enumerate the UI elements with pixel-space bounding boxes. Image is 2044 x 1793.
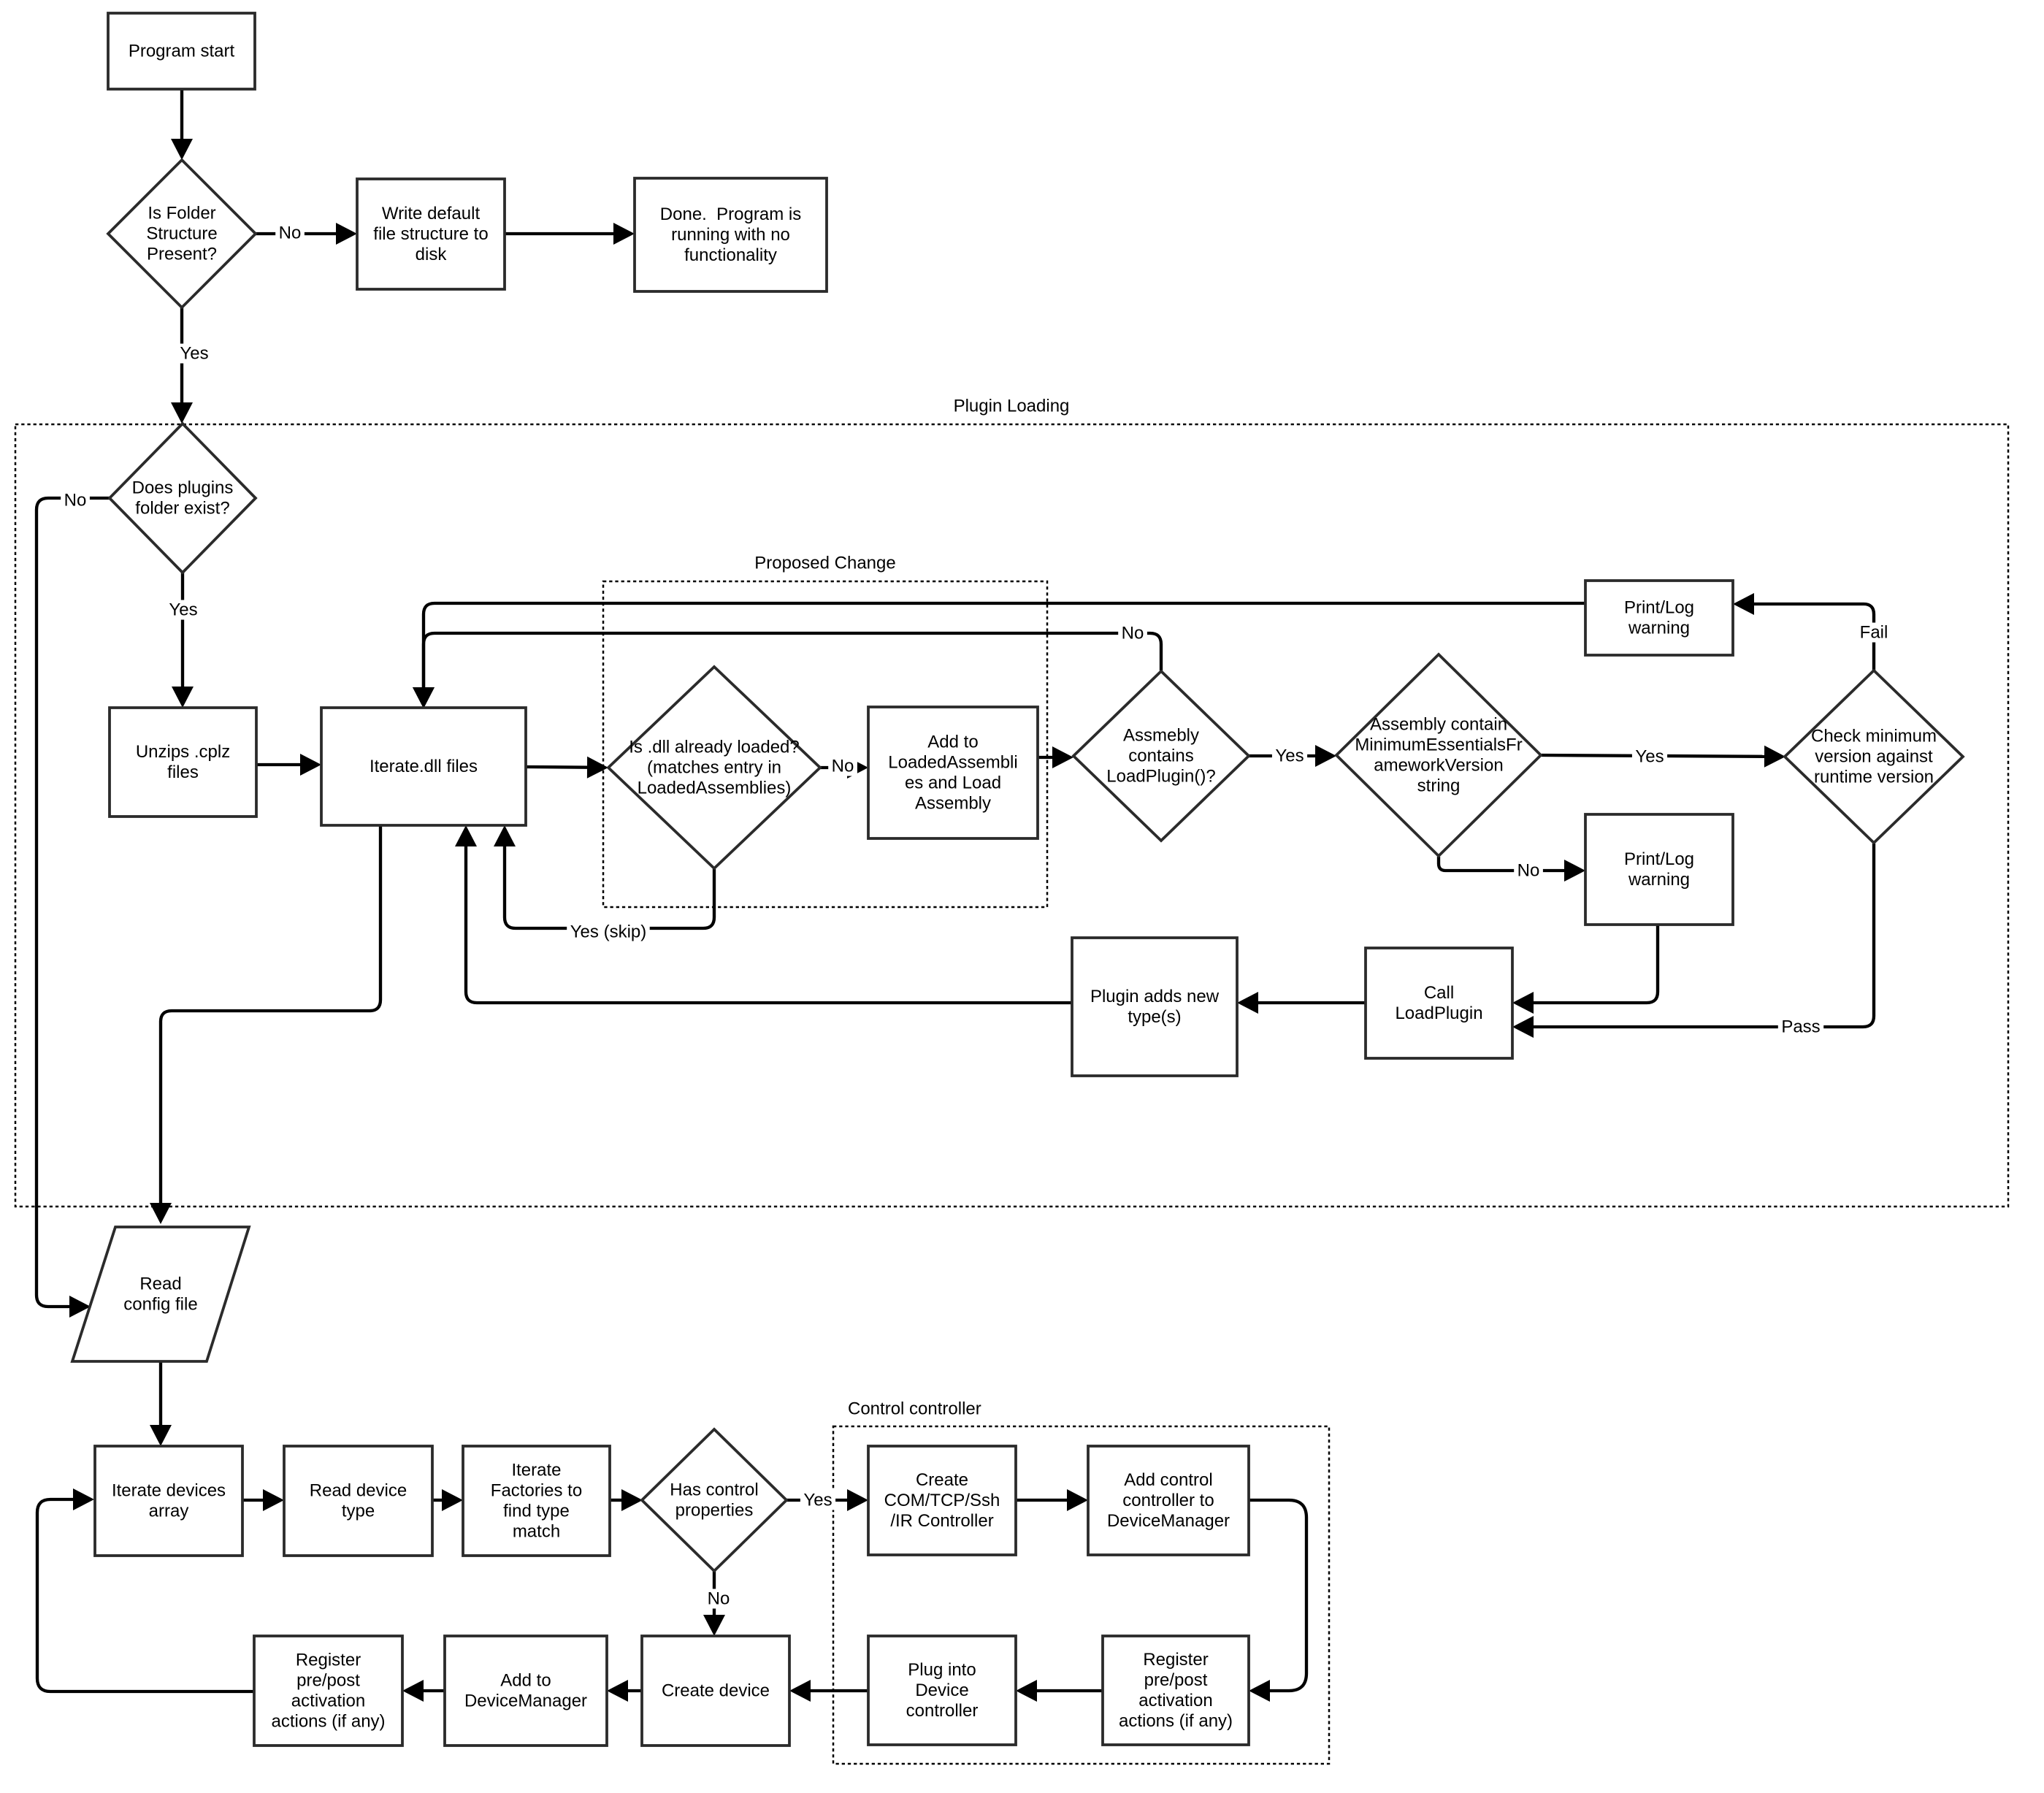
svg-text:COM/TCP/Ssh: COM/TCP/Ssh — [884, 1491, 1000, 1510]
svg-text:Create: Create — [916, 1470, 968, 1490]
svg-text:Add control: Add control — [1124, 1470, 1212, 1490]
svg-text:(matches entry in: (matches entry in — [647, 758, 781, 778]
svg-text:controller: controller — [906, 1701, 979, 1721]
svg-text:Plugin Loading: Plugin Loading — [954, 397, 1070, 416]
svg-text:No: No — [279, 223, 302, 243]
svg-text:folder exist?: folder exist? — [135, 499, 229, 519]
svg-text:Fail: Fail — [1860, 623, 1888, 643]
svg-text:ameworkVersion: ameworkVersion — [1374, 756, 1503, 776]
svg-text:disk: disk — [416, 245, 448, 264]
svg-text:array: array — [149, 1502, 189, 1521]
svg-text:Iterate devices: Iterate devices — [112, 1481, 226, 1501]
svg-text:Does plugins: Does plugins — [132, 478, 234, 498]
svg-text:contains: contains — [1128, 746, 1193, 766]
svg-text:Unzips .cplz: Unzips .cplz — [136, 742, 230, 762]
svg-text:Yes (skip): Yes (skip) — [570, 922, 646, 942]
svg-text:es and Load: es and Load — [905, 773, 1001, 793]
svg-text:Add to: Add to — [500, 1671, 551, 1691]
svg-text:Yes: Yes — [169, 600, 197, 620]
svg-text:Yes: Yes — [1635, 747, 1664, 767]
svg-text:Program start: Program start — [129, 42, 235, 61]
svg-text:string: string — [1417, 776, 1461, 796]
svg-text:activation: activation — [291, 1691, 365, 1711]
svg-text:Is .dll already loaded?: Is .dll already loaded? — [629, 738, 799, 757]
svg-text:No: No — [1122, 624, 1144, 643]
svg-text:warning: warning — [1628, 619, 1690, 638]
svg-text:Read device: Read device — [310, 1481, 407, 1501]
svg-text:No: No — [64, 491, 87, 511]
svg-text:Plugin adds new: Plugin adds new — [1090, 987, 1220, 1006]
svg-text:Structure: Structure — [146, 224, 217, 244]
svg-text:actions (if any): actions (if any) — [1119, 1711, 1233, 1731]
svg-text:Register: Register — [1143, 1650, 1208, 1670]
svg-text:file structure to: file structure to — [373, 224, 488, 244]
svg-text:Iterate.dll files: Iterate.dll files — [370, 757, 478, 776]
svg-text:version against: version against — [1815, 747, 1933, 767]
svg-text:Print/Log: Print/Log — [1624, 598, 1694, 618]
svg-text:Print/Log: Print/Log — [1624, 849, 1694, 869]
svg-text:find type: find type — [503, 1502, 570, 1521]
svg-text:actions (if any): actions (if any) — [271, 1712, 385, 1732]
svg-text:Write default: Write default — [382, 204, 481, 223]
svg-text:type: type — [342, 1502, 375, 1521]
svg-text:Call: Call — [1424, 983, 1454, 1003]
svg-text:match: match — [513, 1522, 560, 1542]
svg-text:Read: Read — [139, 1274, 181, 1294]
svg-text:Has control: Has control — [670, 1480, 758, 1500]
svg-text:Add to: Add to — [927, 733, 978, 752]
svg-text:Control controller: Control controller — [848, 1399, 981, 1419]
svg-text:DeviceManager: DeviceManager — [464, 1691, 587, 1711]
svg-text:config file: config file — [123, 1295, 197, 1315]
svg-text:No: No — [1517, 861, 1540, 881]
svg-text:/IR Controller: /IR Controller — [890, 1511, 993, 1531]
svg-text:files: files — [167, 762, 199, 782]
svg-text:No: No — [708, 1589, 730, 1609]
svg-text:Device: Device — [915, 1681, 968, 1700]
svg-text:DeviceManager: DeviceManager — [1107, 1511, 1230, 1531]
svg-text:Done. Program is: Done. Program is — [660, 204, 801, 224]
svg-text:warning: warning — [1628, 870, 1690, 890]
svg-text:controller to: controller to — [1122, 1491, 1214, 1510]
svg-text:LoadPlugin: LoadPlugin — [1395, 1003, 1482, 1023]
svg-text:Check minimum: Check minimum — [1811, 727, 1937, 746]
svg-text:Yes: Yes — [180, 344, 208, 364]
svg-text:running with no: running with no — [671, 225, 790, 245]
svg-text:Register: Register — [296, 1651, 361, 1670]
svg-text:No: No — [832, 757, 854, 776]
svg-text:pre/post: pre/post — [1144, 1670, 1208, 1690]
svg-text:Plug into: Plug into — [908, 1660, 976, 1680]
svg-text:Yes: Yes — [803, 1491, 832, 1510]
svg-text:LoadPlugin()?: LoadPlugin()? — [1106, 767, 1215, 787]
svg-text:Assembly contain: Assembly contain — [1370, 715, 1507, 735]
svg-text:Assmebly: Assmebly — [1123, 726, 1199, 746]
svg-text:runtime version: runtime version — [1814, 768, 1934, 787]
svg-text:Yes: Yes — [1275, 746, 1304, 766]
svg-text:Is Folder: Is Folder — [148, 204, 215, 223]
svg-text:functionality: functionality — [684, 245, 777, 265]
svg-text:Assembly: Assembly — [915, 794, 991, 814]
svg-text:MinimumEssentialsFr: MinimumEssentialsFr — [1355, 735, 1522, 755]
svg-text:pre/post: pre/post — [296, 1671, 360, 1691]
svg-text:Create device: Create device — [662, 1681, 770, 1701]
svg-text:Iterate: Iterate — [511, 1461, 561, 1480]
svg-text:properties: properties — [675, 1501, 754, 1521]
svg-text:type(s): type(s) — [1128, 1007, 1181, 1027]
svg-text:Pass: Pass — [1781, 1017, 1820, 1037]
svg-text:Proposed Change: Proposed Change — [754, 554, 895, 573]
svg-text:Factories to: Factories to — [491, 1481, 582, 1501]
svg-text:activation: activation — [1138, 1691, 1212, 1710]
svg-text:Present?: Present? — [147, 245, 217, 264]
svg-text:LoadedAssemblies): LoadedAssemblies) — [638, 779, 792, 798]
svg-text:LoadedAssembli: LoadedAssembli — [888, 753, 1017, 773]
